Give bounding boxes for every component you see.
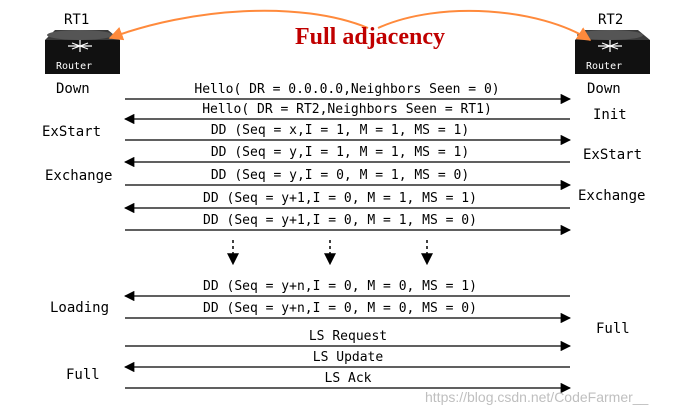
message-list: Hello( DR = 0.0.0.0,Neighbors Seen = 0) …: [123, 82, 572, 394]
message-label: DD (Seq = y+1,I = 0, M = 1, MS = 0): [203, 213, 477, 228]
router-rt1-name: RT1: [64, 12, 89, 28]
router-rt2-label: Router: [586, 61, 622, 72]
message-label: DD (Seq = x,I = 1, M = 1, MS = 1): [211, 123, 469, 138]
right-states: Down Init ExStart Exchange Full: [578, 81, 645, 337]
message-label: LS Update: [313, 350, 384, 365]
router-rt1-icon: Router: [45, 30, 120, 74]
router-rt2-icon: Router: [575, 30, 650, 74]
watermark: https://blog.csdn.net/CodeFarmer__: [425, 389, 649, 405]
right-state-down: Down: [587, 81, 621, 97]
left-state-exchange: Exchange: [45, 168, 112, 184]
continuation-arrows: [227, 240, 433, 266]
message-label: DD (Seq = y,I = 1, M = 1, MS = 1): [211, 145, 469, 160]
message-label: LS Request: [309, 329, 387, 344]
message-label: Hello( DR = RT2,Neighbors Seen = RT1): [202, 102, 492, 117]
left-state-full: Full: [66, 367, 100, 383]
right-state-init: Init: [593, 107, 627, 123]
adjacency-arc-left: [108, 9, 369, 41]
message-label: DD (Seq = y+n,I = 0, M = 0, MS = 0): [203, 301, 477, 316]
right-state-exchange: Exchange: [578, 188, 645, 204]
message-label: Hello( DR = 0.0.0.0,Neighbors Seen = 0): [194, 82, 499, 97]
adjacency-arc-right: [377, 9, 592, 41]
message-label: DD (Seq = y+n,I = 0, M = 0, MS = 1): [203, 279, 477, 294]
message-label: LS Ack: [325, 371, 372, 386]
message-label: DD (Seq = y,I = 0, M = 1, MS = 0): [211, 168, 469, 183]
router-rt1-label: Router: [56, 61, 92, 72]
left-states: Down ExStart Exchange Loading Full: [42, 81, 112, 383]
right-state-full: Full: [596, 321, 630, 337]
router-rt2-name: RT2: [598, 12, 623, 28]
message-label: DD (Seq = y+1,I = 0, M = 1, MS = 1): [203, 191, 477, 206]
diagram-title: Full adjacency: [295, 24, 445, 50]
left-state-loading: Loading: [50, 300, 109, 316]
right-state-exstart: ExStart: [583, 147, 642, 163]
left-state-down: Down: [56, 81, 90, 97]
left-state-exstart: ExStart: [42, 124, 101, 140]
